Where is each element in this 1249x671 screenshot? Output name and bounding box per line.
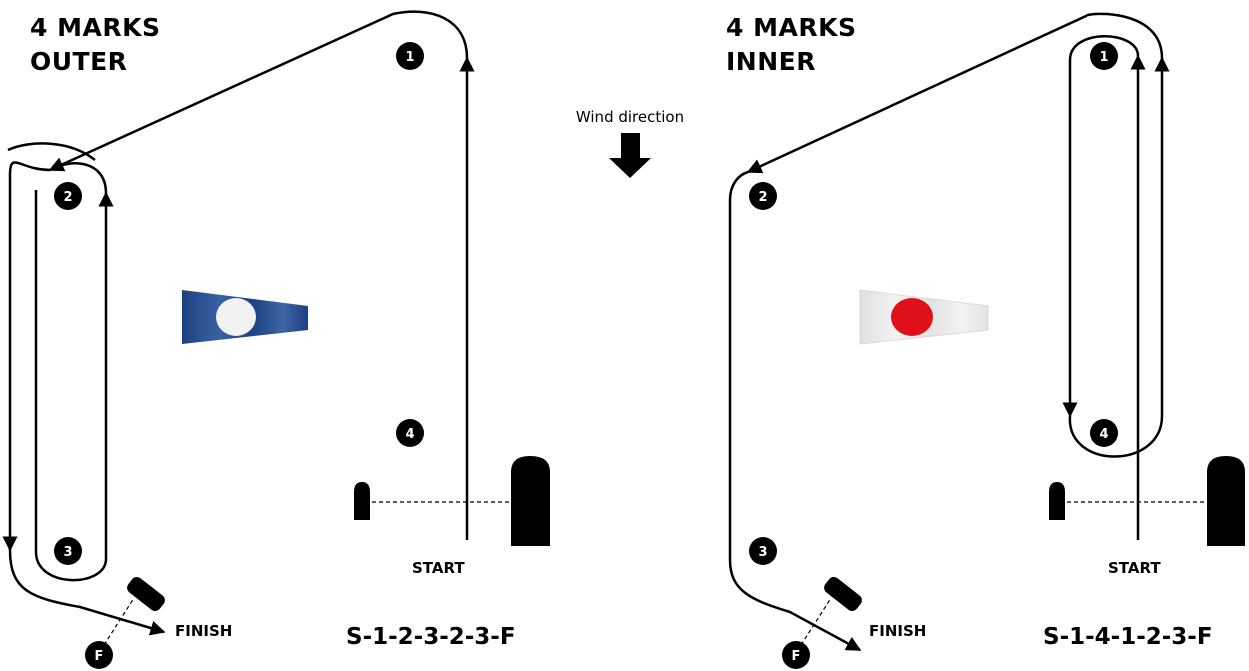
- flag-pennant-1: [859, 289, 989, 345]
- committee-boat: [511, 456, 550, 546]
- course-path: [2, 10, 475, 636]
- start-label: START: [1108, 559, 1161, 577]
- start-label: START: [412, 559, 465, 577]
- svg-text:3: 3: [63, 545, 72, 560]
- course-title-line2: OUTER: [30, 47, 127, 76]
- start-line: [1049, 456, 1245, 546]
- pin-end-buoy: [1049, 482, 1065, 520]
- flag-pennant-2: [182, 290, 308, 344]
- mark-finish: F: [85, 641, 113, 669]
- svg-text:3: 3: [758, 545, 767, 560]
- finish-line: [800, 577, 862, 646]
- course-inner: 4 MARKS INNER 1 2 3 4: [726, 12, 1245, 669]
- course-outer: 4 MARKS OUTER 1 2 3: [2, 10, 550, 669]
- svg-text:F: F: [792, 649, 801, 664]
- course-sequence: S-1-4-1-2-3-F: [1043, 624, 1213, 650]
- course-path: [728, 12, 1170, 652]
- svg-text:1: 1: [1099, 50, 1108, 65]
- svg-text:2: 2: [63, 190, 72, 205]
- committee-boat: [1207, 456, 1245, 546]
- mark-3: 3: [749, 537, 777, 565]
- mark-2: 2: [54, 182, 82, 210]
- mark-4: 4: [396, 419, 424, 447]
- finish-label: FINISH: [175, 622, 232, 640]
- wind-arrow-icon: [609, 133, 651, 178]
- finish-line: [103, 577, 165, 646]
- svg-text:4: 4: [405, 427, 414, 442]
- mark-1: 1: [396, 42, 424, 70]
- mark-2: 2: [749, 182, 777, 210]
- mark-finish: F: [782, 641, 810, 669]
- start-line: [354, 456, 550, 546]
- mark-3: 3: [54, 537, 82, 565]
- course-title-line1: 4 MARKS: [30, 13, 160, 42]
- flag-disc: [891, 298, 933, 336]
- course-title-line2: INNER: [726, 47, 816, 76]
- finish-label: FINISH: [869, 622, 926, 640]
- course-sequence: S-1-2-3-2-3-F: [346, 624, 516, 650]
- flag-disc: [216, 298, 256, 336]
- wind-indicator: Wind direction: [576, 108, 684, 178]
- pin-end-buoy: [354, 482, 370, 520]
- svg-text:4: 4: [1099, 427, 1108, 442]
- svg-text:2: 2: [758, 190, 767, 205]
- svg-text:F: F: [95, 649, 104, 664]
- svg-text:1: 1: [405, 50, 414, 65]
- course-title-line1: 4 MARKS: [726, 13, 856, 42]
- wind-direction-label: Wind direction: [576, 108, 684, 126]
- mark-1: 1: [1090, 42, 1118, 70]
- mark-4: 4: [1090, 419, 1118, 447]
